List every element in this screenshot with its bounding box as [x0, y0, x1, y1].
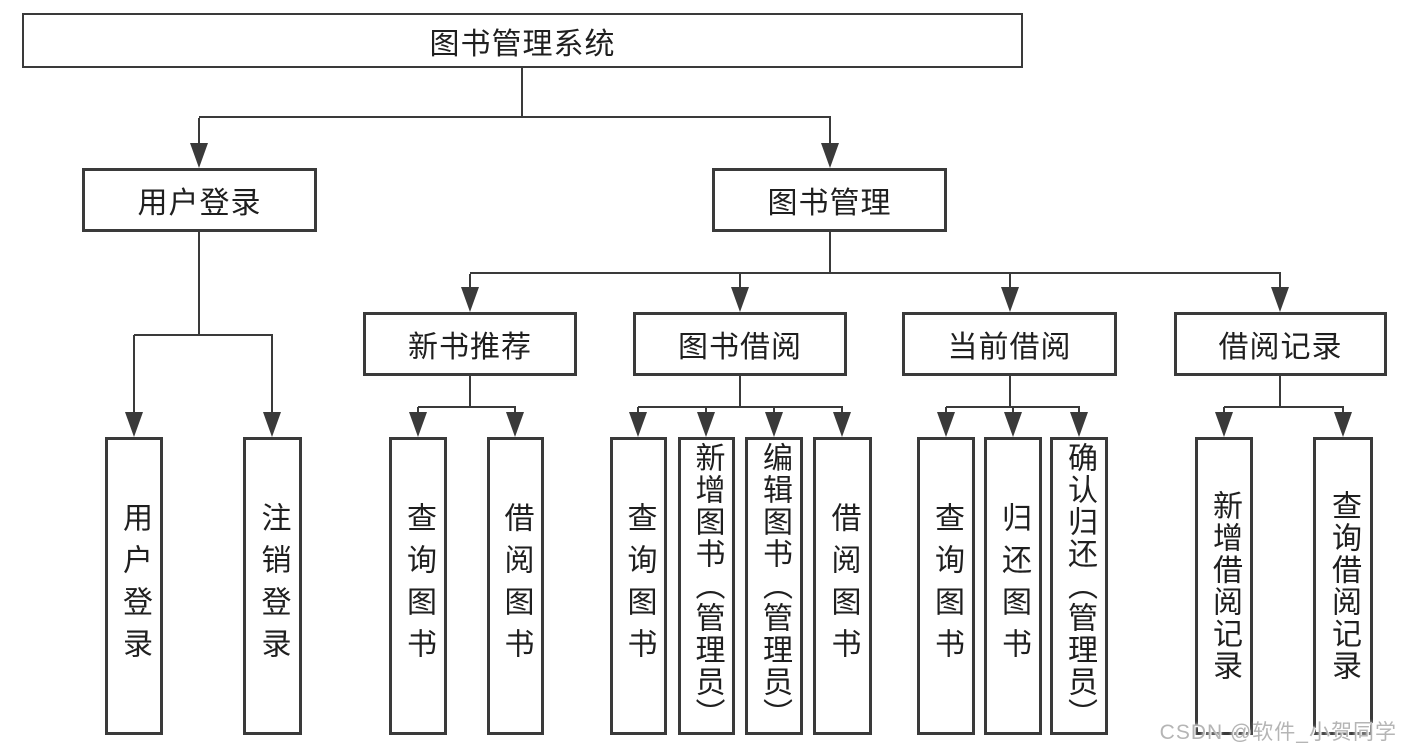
connector-vline: [773, 407, 775, 414]
connector-vline: [469, 274, 471, 290]
node-label: 图书管理: [767, 187, 892, 220]
arrow-down-icon: [629, 412, 647, 437]
connector-vline: [1342, 407, 1344, 414]
node-borrow-records: 借阅记录: [1174, 312, 1387, 376]
connector-vline: [417, 407, 419, 414]
node-label: 编辑图书（管理员）: [758, 442, 791, 730]
node-label: 归还图书: [997, 502, 1030, 670]
connector-hline: [946, 406, 1080, 408]
leaf-record-query-borrow-record: 查询借阅记录: [1313, 437, 1373, 735]
node-root-library-management-system: 图书管理系统: [22, 13, 1023, 68]
node-label: 新增借阅记录: [1208, 490, 1241, 682]
connector-vline: [1012, 407, 1014, 414]
node-user-login: 用户登录: [82, 168, 317, 232]
connector-vline: [739, 274, 741, 290]
connector-vline: [841, 407, 843, 414]
leaf-record-add-borrow-record: 新增借阅记录: [1195, 437, 1253, 735]
arrow-down-icon: [1070, 412, 1088, 437]
connector-vline: [469, 376, 471, 408]
arrow-down-icon: [263, 412, 281, 437]
connector-hline: [638, 406, 843, 408]
leaf-current-return-books: 归还图书: [984, 437, 1042, 735]
arrow-down-icon: [125, 412, 143, 437]
arrow-down-icon: [506, 412, 524, 437]
node-book-management: 图书管理: [712, 168, 947, 232]
connector-vline: [1279, 274, 1281, 290]
node-new-book-recommend: 新书推荐: [363, 312, 577, 376]
arrow-down-icon: [731, 287, 749, 312]
arrow-down-icon: [190, 143, 208, 168]
node-label: 注销登录: [256, 502, 290, 670]
node-label: 借阅记录: [1218, 331, 1343, 364]
leaf-borrow-borrow-books: 借阅图书: [813, 437, 872, 735]
arrow-down-icon: [1215, 412, 1233, 437]
arrow-down-icon: [1004, 412, 1022, 437]
connector-vline: [739, 376, 741, 408]
node-book-borrow: 图书借阅: [633, 312, 847, 376]
connector-hline: [1224, 406, 1344, 408]
leaf-current-query-books: 查询图书: [917, 437, 975, 735]
node-label: 新书推荐: [408, 331, 532, 364]
node-label: 用户登录: [137, 187, 262, 220]
connector-hline: [418, 406, 516, 408]
arrow-down-icon: [461, 287, 479, 312]
arrow-down-icon: [937, 412, 955, 437]
arrow-down-icon: [1001, 287, 1019, 312]
leaf-borrow-edit-books-admin: 编辑图书（管理员）: [745, 437, 803, 735]
arrow-down-icon: [765, 412, 783, 437]
connector-vline: [198, 118, 200, 146]
connector-vline: [514, 407, 516, 414]
connector-vline: [705, 407, 707, 414]
node-current-borrow: 当前借阅: [902, 312, 1117, 376]
arrow-down-icon: [409, 412, 427, 437]
leaf-newbook-borrow-books: 借阅图书: [487, 437, 544, 735]
connector-vline: [829, 118, 831, 146]
connector-vline: [271, 335, 273, 414]
node-label: 借阅图书: [499, 502, 533, 670]
arrow-down-icon: [833, 412, 851, 437]
node-label: 查询图书: [402, 502, 435, 670]
node-label: 图书借阅: [678, 331, 802, 364]
arrow-down-icon: [1271, 287, 1289, 312]
leaf-borrow-query-books: 查询图书: [610, 437, 667, 735]
watermark: CSDN @软件_小贺同学: [1159, 721, 1397, 744]
arrow-down-icon: [697, 412, 715, 437]
leaf-newbook-query-books: 查询图书: [389, 437, 447, 735]
connector-vline: [1078, 407, 1080, 414]
connector-hline: [470, 272, 1281, 274]
connector-vline: [637, 407, 639, 414]
node-label: 查询图书: [930, 502, 963, 670]
connector-vline: [133, 335, 135, 414]
connector-vline: [1223, 407, 1225, 414]
leaf-logout: 注销登录: [243, 437, 302, 735]
arrow-down-icon: [821, 143, 839, 168]
connector-vline: [945, 407, 947, 414]
leaf-user-login: 用户登录: [105, 437, 163, 735]
node-label: 借阅图书: [826, 502, 860, 670]
connector-vline: [1009, 376, 1011, 408]
connector-vline: [829, 232, 831, 274]
connector-vline: [1279, 376, 1281, 408]
connector-hline: [199, 116, 831, 118]
node-label: 当前借阅: [947, 331, 1072, 364]
leaf-borrow-add-books-admin: 新增图书（管理员）: [678, 437, 735, 735]
connector-vline: [521, 68, 523, 118]
node-label: 图书管理系统: [429, 27, 616, 61]
leaf-current-confirm-return-admin: 确认归还（管理员）: [1050, 437, 1108, 735]
node-label: 用户登录: [118, 502, 151, 670]
node-label: 查询图书: [622, 502, 656, 670]
node-label: 查询借阅记录: [1327, 490, 1360, 682]
connector-hline: [134, 334, 273, 336]
arrow-down-icon: [1334, 412, 1352, 437]
connector-vline: [1009, 274, 1011, 290]
connector-vline: [198, 232, 200, 336]
node-label: 新增图书（管理员）: [690, 442, 724, 730]
node-label: 确认归还（管理员）: [1063, 442, 1096, 730]
